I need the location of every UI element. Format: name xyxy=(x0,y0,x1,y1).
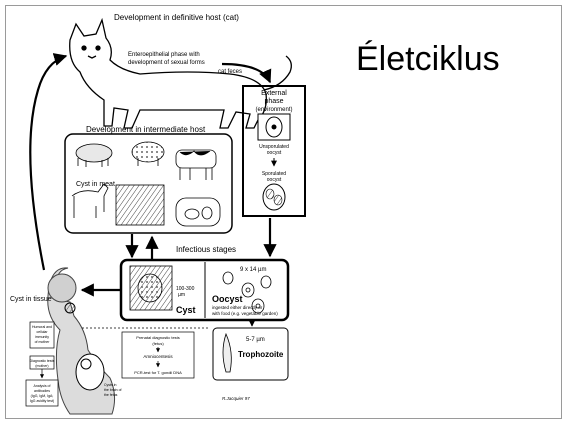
label-external-2: phase xyxy=(264,98,283,105)
label-amniocentesis: Amniocentesis xyxy=(143,354,173,359)
label-signature: R.Jacquier 97 xyxy=(222,396,250,401)
arrow-woman-to-cat xyxy=(30,56,66,270)
label-humoral-4: of mother xyxy=(35,340,51,344)
label-prenatal-2: (fetus) xyxy=(152,341,164,346)
label-trophozoite: Trophozoite xyxy=(238,350,284,359)
label-entero-1: Enteroepithelial phase with xyxy=(128,52,200,58)
label-infectious-stages: Infectious stages xyxy=(176,245,236,254)
label-diag-mother-2: (mother) xyxy=(35,364,48,368)
label-cat-feces: cat feces xyxy=(218,69,242,75)
sheep-illustration xyxy=(132,142,164,166)
label-analysis-2: antibodies xyxy=(34,389,50,393)
label-diag-mother-1: Diagnostic tests xyxy=(30,359,55,363)
label-prenatal-1: Prenatal diagnostic tests xyxy=(136,335,180,340)
label-analysis-1: Analysis of xyxy=(34,384,51,388)
label-definitive-host: Development in definitive host (cat) xyxy=(114,13,239,22)
cow-illustration xyxy=(176,150,216,180)
tissue-cyst-illustration xyxy=(130,266,172,310)
label-external-3: (environment) xyxy=(255,107,292,113)
rodent-bird-illustration xyxy=(176,198,220,226)
label-cyst-size-2: µm xyxy=(178,292,185,298)
label-humoral-2: cellular xyxy=(36,330,48,334)
label-tropho-size: 5-7 µm xyxy=(246,337,265,343)
label-sporulated-2: oocyst xyxy=(267,177,282,183)
label-cyst: Cyst xyxy=(176,305,196,315)
meat-cyst-illustration xyxy=(116,185,164,225)
label-humoral-1: Humoral and xyxy=(32,325,52,329)
label-unsporulated-2: oocyst xyxy=(267,150,282,156)
unsporulated-oocyst-illustration xyxy=(258,114,290,140)
label-oocyst-size: 9 x 14 µm xyxy=(240,267,266,273)
label-cyst-in-tissue: Cyst in tissue xyxy=(10,296,52,303)
sporulated-oocyst-illustration xyxy=(263,184,285,210)
label-cyst-fetus-2: the brain of xyxy=(104,388,122,392)
label-external-1: External xyxy=(261,90,287,97)
label-oocyst: Oocyst xyxy=(212,294,243,304)
label-cyst-fetus-3: the fetus xyxy=(104,393,118,397)
label-humoral-3: immunity xyxy=(35,335,49,339)
label-cyst-fetus-1: Cysts in xyxy=(104,383,117,387)
label-intermediate-host: Development in intermediate host xyxy=(86,125,206,134)
label-analysis-3: (IgG, IgM, IgA; xyxy=(31,394,54,398)
label-pcr: PCR-test for T. gondii DNA xyxy=(134,370,182,375)
label-analysis-4: IgG avidity test) xyxy=(30,399,54,403)
tissue-cyst-detail xyxy=(65,303,75,313)
pig-illustration xyxy=(76,144,112,167)
label-oocyst-note-1: ingested either directly or xyxy=(212,305,263,310)
label-entero-2: development of sexual forms xyxy=(128,60,205,66)
label-oocyst-note-2: with food (e.g. vegetable garden) xyxy=(212,311,278,316)
label-cyst-in-meat: Cyst in meat xyxy=(76,181,115,188)
fetus-illustration xyxy=(76,354,104,390)
horse-illustration xyxy=(72,184,108,218)
